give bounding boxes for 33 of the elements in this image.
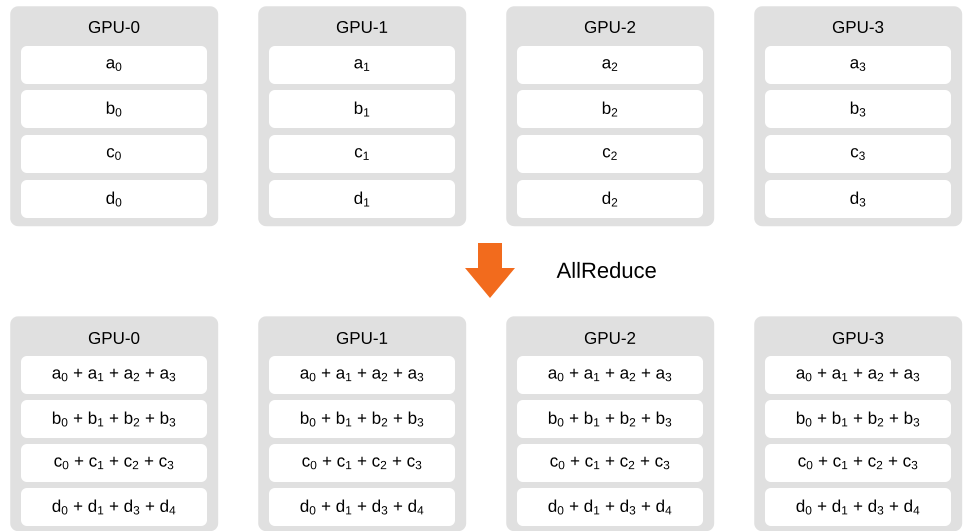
data-cell: b$_{1}$ [269, 90, 455, 128]
data-cell: b$_{0}$ + b$_{1}$ + b$_{2}$ + b$_{3}$ [21, 400, 207, 438]
data-cell: d$_{1}$ [269, 180, 455, 218]
data-cell: a$_{0}$ + a$_{1}$ + a$_{2}$ + a$_{3}$ [517, 356, 703, 394]
data-cell: c$_{0}$ + c$_{1}$ + c$_{2}$ + c$_{3}$ [21, 444, 207, 482]
data-cell: d$_{0}$ + d$_{1}$ + d$_{3}$ + d$_{4}$ [269, 488, 455, 526]
data-cell: d$_{2}$ [517, 180, 703, 218]
data-cell: b$_{3}$ [765, 90, 952, 128]
data-cell: c$_{0}$ + c$_{1}$ + c$_{2}$ + c$_{3}$ [517, 444, 703, 482]
data-cell: d$_{3}$ [765, 180, 952, 218]
data-cell: a$_{0}$ + a$_{1}$ + a$_{2}$ + a$_{3}$ [21, 356, 207, 394]
data-cell: c$_{2}$ [517, 135, 703, 173]
data-cell: b$_{0}$ + b$_{1}$ + b$_{2}$ + b$_{3}$ [765, 400, 952, 438]
data-cell: a$_{3}$ [765, 46, 952, 84]
data-cell: d$_{0}$ + d$_{1}$ + d$_{3}$ + d$_{4}$ [21, 488, 207, 526]
data-cell: a$_{1}$ [269, 46, 455, 84]
data-cell: c$_{3}$ [765, 135, 952, 173]
data-cell: d$_{0}$ + d$_{1}$ + d$_{3}$ + d$_{4}$ [517, 488, 703, 526]
data-cell: a$_{0}$ + a$_{1}$ + a$_{2}$ + a$_{3}$ [765, 356, 952, 394]
data-cell: c$_{1}$ [269, 135, 455, 173]
data-cell: a$_{0}$ [21, 46, 207, 84]
data-cell: b$_{0}$ + b$_{1}$ + b$_{2}$ + b$_{3}$ [269, 400, 455, 438]
data-cell: c$_{0}$ + c$_{1}$ + c$_{2}$ + c$_{3}$ [765, 444, 952, 482]
data-cell: c$_{0}$ + c$_{1}$ + c$_{2}$ + c$_{3}$ [269, 444, 455, 482]
data-cell: a$_{0}$ + a$_{1}$ + a$_{2}$ + a$_{3}$ [269, 356, 455, 394]
data-cell: c$_{0}$ [21, 135, 207, 173]
data-cell: a$_{2}$ [517, 46, 703, 84]
operation-label: AllReduce [556, 262, 656, 278]
data-cell: b$_{2}$ [517, 90, 703, 128]
data-cell: d$_{0}$ + d$_{1}$ + d$_{3}$ + d$_{4}$ [765, 488, 952, 526]
data-cell: d$_{0}$ [21, 180, 207, 218]
data-cell: b$_{0}$ + b$_{1}$ + b$_{2}$ + b$_{3}$ [517, 400, 703, 438]
data-cell: b$_{0}$ [21, 90, 207, 128]
